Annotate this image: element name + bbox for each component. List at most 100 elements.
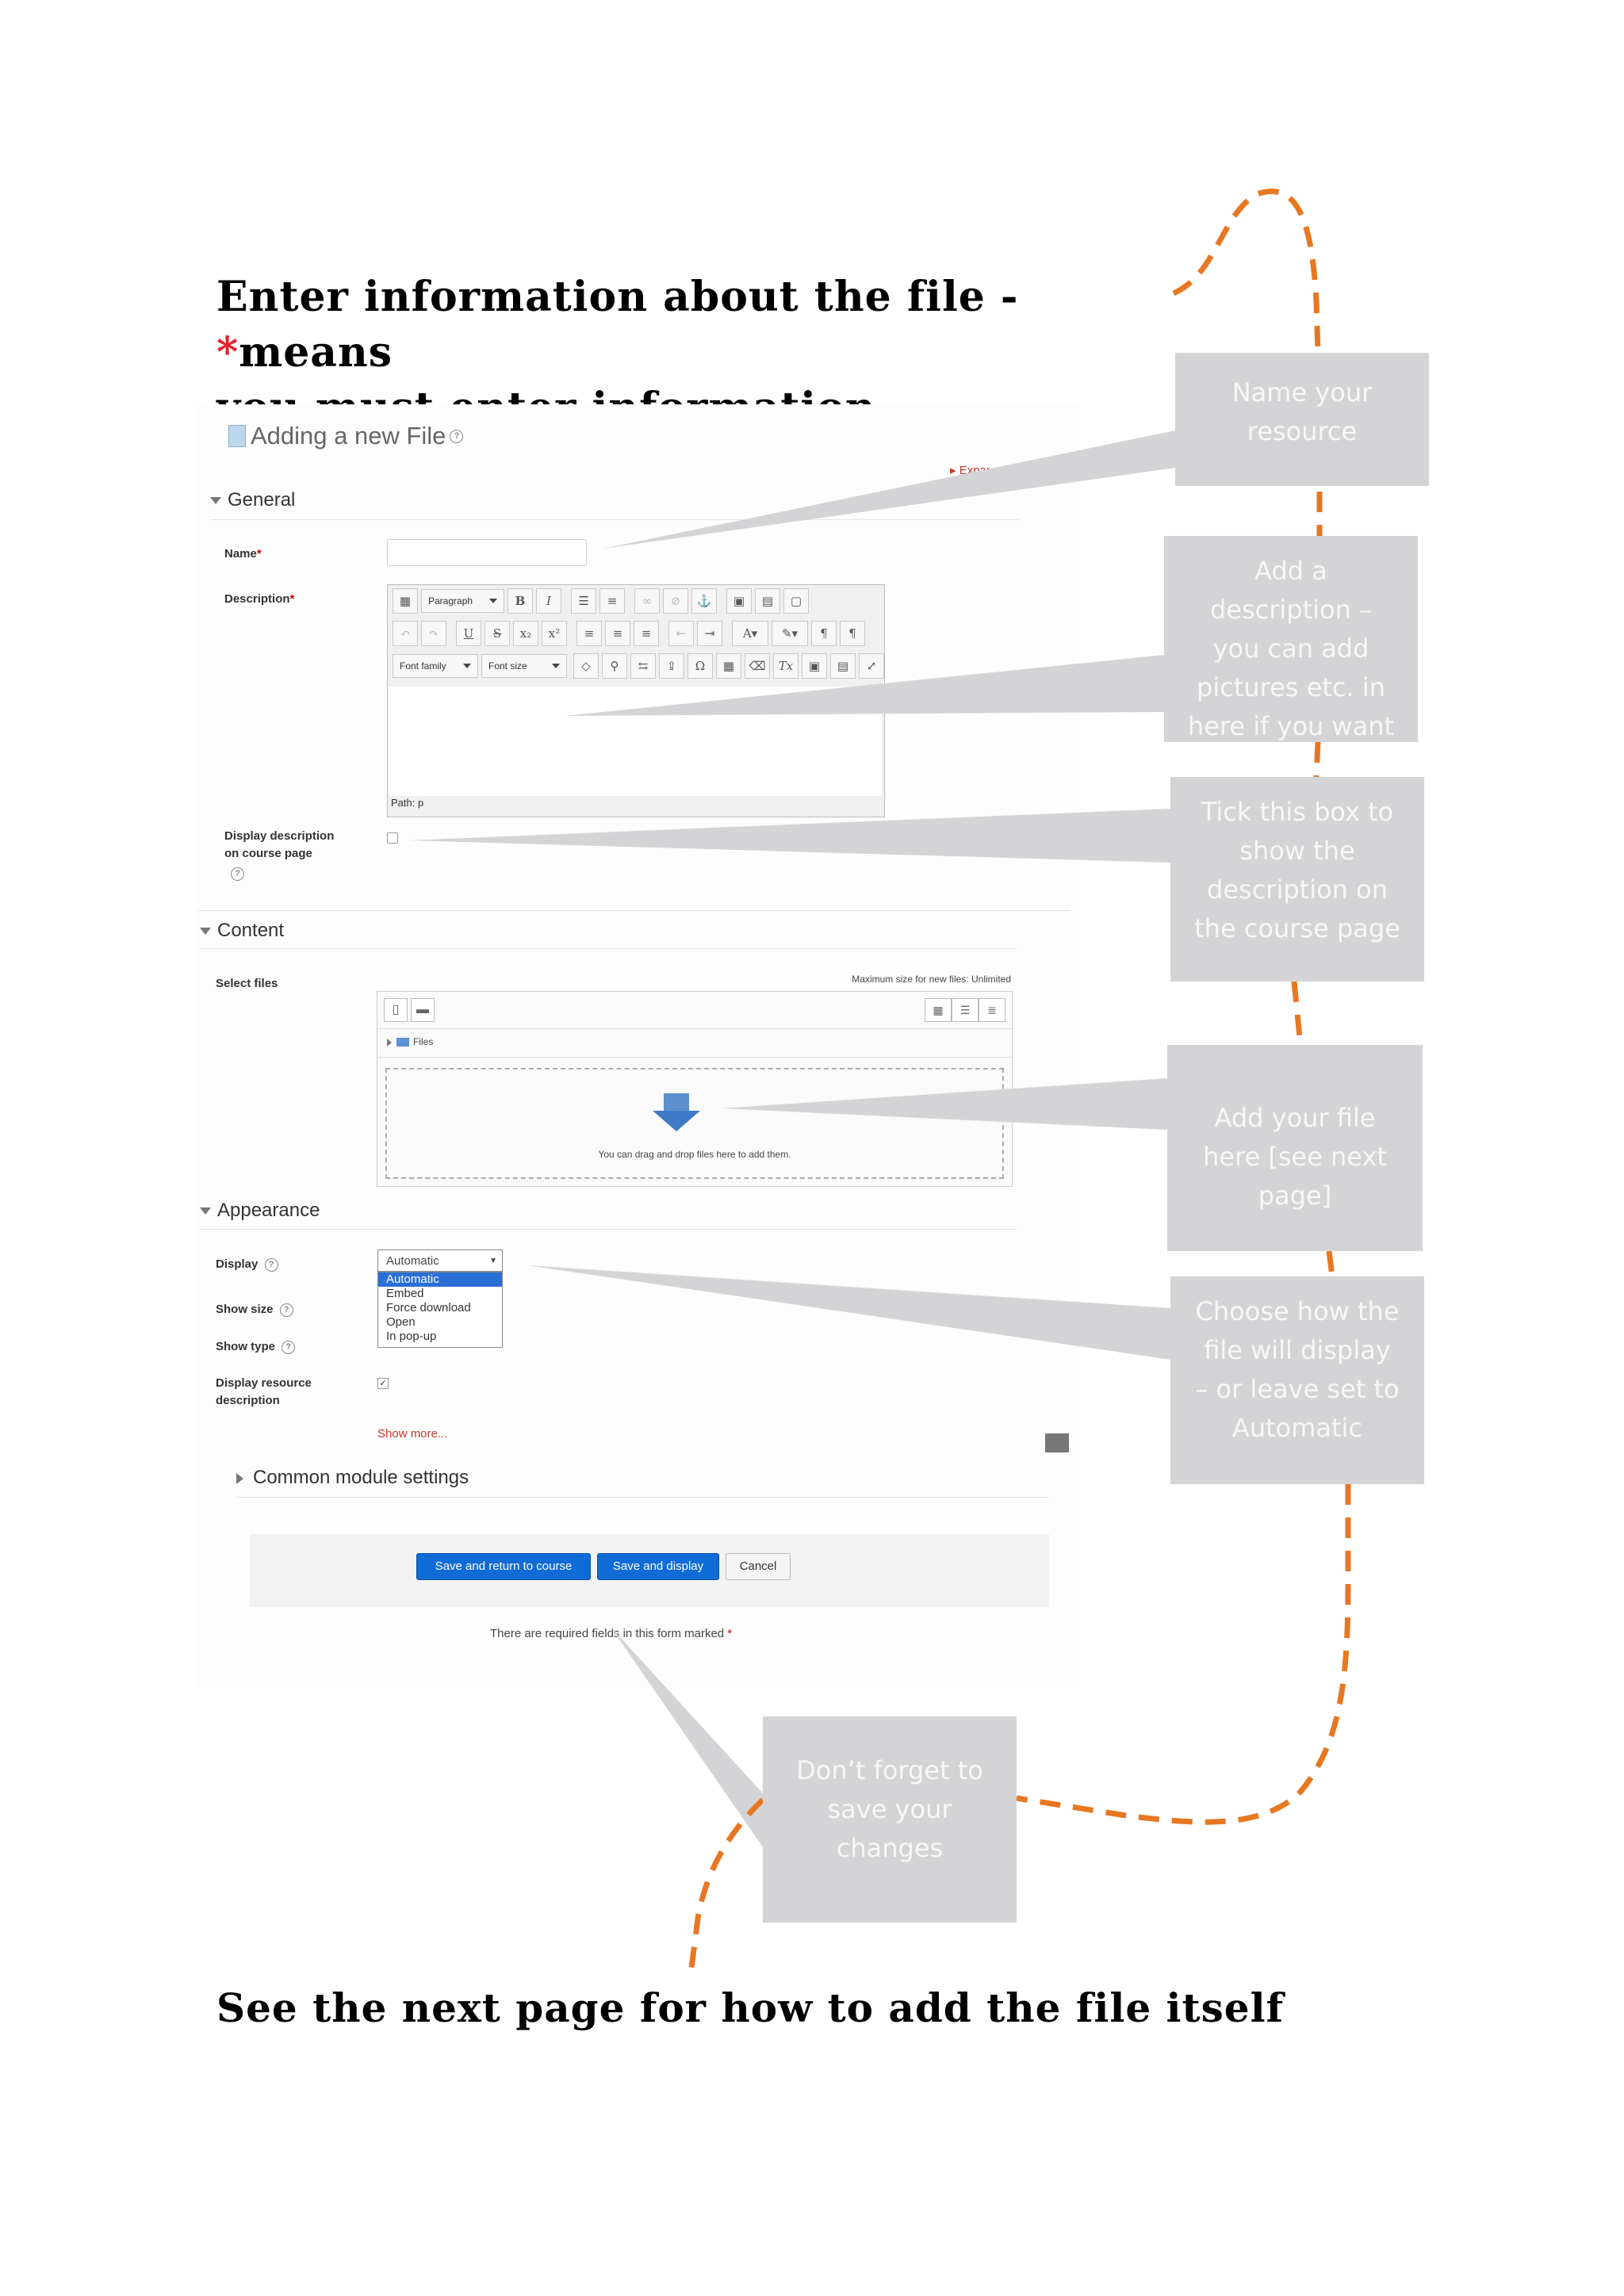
editor-toolbar-row-3: Font family Font size ◇ ⚲ ⇆ ⇪ Ω ▦ ⌫ Tx ▣… — [393, 652, 884, 679]
form-title: Adding a new File ? — [228, 420, 464, 452]
display-select[interactable]: Automatic ▼ — [377, 1249, 503, 1272]
section-appearance[interactable]: Appearance — [200, 1200, 320, 1222]
display-pointer — [527, 1265, 1170, 1360]
align-right-icon[interactable]: ≡ — [634, 621, 659, 646]
italic-icon[interactable]: I — [536, 588, 561, 614]
bold-icon[interactable]: B — [508, 588, 533, 614]
superscript-icon[interactable]: x² — [542, 621, 567, 646]
divider — [236, 1497, 1048, 1498]
chevron-down-icon — [210, 497, 221, 505]
paste-text-icon[interactable]: ▣ — [802, 653, 827, 679]
display-option[interactable]: Embed — [386, 1287, 424, 1300]
undo-icon[interactable]: ↶ — [393, 621, 418, 646]
help-icon[interactable]: ? — [282, 1340, 296, 1354]
clear-format-icon[interactable]: Tx — [773, 653, 799, 679]
anchor-icon[interactable]: ⚓ — [691, 588, 717, 614]
files-folder[interactable]: Files — [387, 1036, 433, 1047]
divider — [200, 948, 1017, 949]
save-pointer — [611, 1627, 763, 1847]
select-files-label: Select files — [216, 977, 278, 990]
bullet-list-icon[interactable]: ☰ — [571, 588, 596, 614]
indent-icon[interactable]: ⇥ — [697, 621, 722, 646]
font-size-select[interactable]: Font size — [481, 654, 567, 678]
image-icon[interactable]: ▣ — [726, 588, 752, 614]
section-content[interactable]: Content — [200, 920, 284, 942]
divider — [210, 519, 1019, 520]
add-file-icon[interactable]: ▯ — [384, 998, 408, 1022]
callout-description: Add a description – you can add pictures… — [1164, 536, 1418, 742]
strikethrough-icon[interactable]: S — [485, 621, 510, 646]
paragraph-select[interactable]: Paragraph — [421, 589, 504, 613]
highlight-icon[interactable]: ✎▾ — [772, 621, 808, 646]
section-common-module-settings[interactable]: Common module settings — [236, 1467, 469, 1489]
callout-save: Don’t forget to save your changes — [763, 1716, 1017, 1923]
align-left-icon[interactable]: ≡ — [576, 621, 602, 646]
paste-word-icon[interactable]: ▤ — [830, 653, 856, 679]
ltr-icon[interactable]: ¶ — [811, 621, 837, 646]
show-more-link[interactable]: Show more... — [377, 1427, 448, 1441]
font-family-select[interactable]: Font family — [393, 654, 478, 678]
display-option[interactable]: Force download — [386, 1301, 471, 1314]
folder-icon — [396, 1038, 409, 1047]
omega-icon[interactable]: Ω — [688, 653, 713, 679]
text-color-icon[interactable]: A▾ — [732, 621, 768, 646]
callout-display: Choose how the file will display – or le… — [1170, 1276, 1424, 1484]
name-input[interactable] — [387, 539, 587, 566]
rtl-icon[interactable]: ¶ — [840, 621, 865, 646]
help-icon[interactable]: ? — [231, 867, 244, 881]
heading-line-1: Enter information about the file - *mean… — [216, 273, 1019, 377]
underline-icon[interactable]: U — [456, 621, 481, 646]
subscript-icon[interactable]: x₂ — [513, 621, 538, 646]
section-general[interactable]: General — [210, 489, 295, 511]
dashed-connector — [1291, 981, 1304, 1046]
callout-add-file: Add your file here [see next page] — [1167, 1045, 1423, 1251]
grid-view-icon[interactable]: ▦ — [925, 998, 952, 1022]
callout-tick-box: Tick this box to show the description on… — [1170, 777, 1424, 982]
numbered-list-icon[interactable]: ≡ — [599, 588, 625, 614]
scroll-top-icon[interactable] — [1045, 1433, 1069, 1452]
dashed-connector — [1016, 1484, 1351, 1825]
display-description-checkbox[interactable] — [387, 832, 398, 844]
code-icon[interactable]: ◇ — [573, 653, 599, 679]
fullscreen-icon[interactable]: ⤢ — [859, 653, 884, 679]
divider — [200, 1229, 1017, 1230]
required-star: * — [216, 328, 239, 377]
help-icon[interactable]: ? — [279, 1303, 293, 1317]
show-size-label: Show size ? — [216, 1301, 293, 1318]
new-folder-icon[interactable]: ▬ — [411, 998, 435, 1022]
outdent-icon[interactable]: ⇤ — [668, 621, 694, 646]
link-icon[interactable]: ∞ — [634, 588, 660, 614]
display-resource-description-checkbox[interactable]: ✓ — [377, 1378, 389, 1389]
replace-icon[interactable]: ⇆ — [630, 653, 656, 679]
display-option[interactable]: Automatic — [378, 1272, 502, 1287]
eraser-icon[interactable]: ⌫ — [745, 653, 770, 679]
save-and-display-button[interactable]: Save and display — [597, 1553, 719, 1580]
display-option[interactable]: In pop-up — [386, 1330, 437, 1343]
redo-icon[interactable]: ↷ — [421, 621, 446, 646]
table-icon[interactable]: ▦ — [716, 653, 741, 679]
help-icon[interactable]: ? — [450, 429, 464, 443]
chevron-down-icon — [200, 928, 211, 936]
help-icon[interactable]: ? — [264, 1257, 278, 1272]
drop-zone[interactable]: You can drag and drop files here to add … — [385, 1068, 1004, 1179]
style-icon[interactable]: ▦ — [393, 588, 418, 614]
editor-toolbar-row-2: ↶ ↷ U S x₂ x² ≡ ≡ ≡ ⇤ ⇥ A▾ ✎▾ ¶ ¶ — [393, 620, 865, 647]
display-option[interactable]: Open — [386, 1315, 416, 1329]
upload-icon[interactable]: ⇪ — [659, 653, 684, 679]
align-center-icon[interactable]: ≡ — [605, 621, 630, 646]
save-and-return-button[interactable]: Save and return to course — [416, 1553, 591, 1580]
display-label: Display ? — [216, 1256, 278, 1273]
editor-path: Path: p — [391, 797, 424, 809]
list-view-icon[interactable]: ☰ — [952, 998, 979, 1022]
display-description-label: Display description on course page ? — [224, 828, 334, 881]
find-icon[interactable]: ⚲ — [602, 653, 627, 679]
unlink-icon[interactable]: ⊘ — [663, 588, 688, 614]
tree-view-icon[interactable]: ≣ — [979, 998, 1005, 1022]
file-icon — [228, 425, 246, 447]
media-icon[interactable]: ▤ — [755, 588, 780, 614]
paste-icon[interactable]: ▢ — [783, 588, 809, 614]
footer-note: See the next page for how to add the fil… — [216, 1984, 1285, 2031]
cancel-button[interactable]: Cancel — [726, 1553, 791, 1580]
name-pointer — [603, 430, 1175, 549]
